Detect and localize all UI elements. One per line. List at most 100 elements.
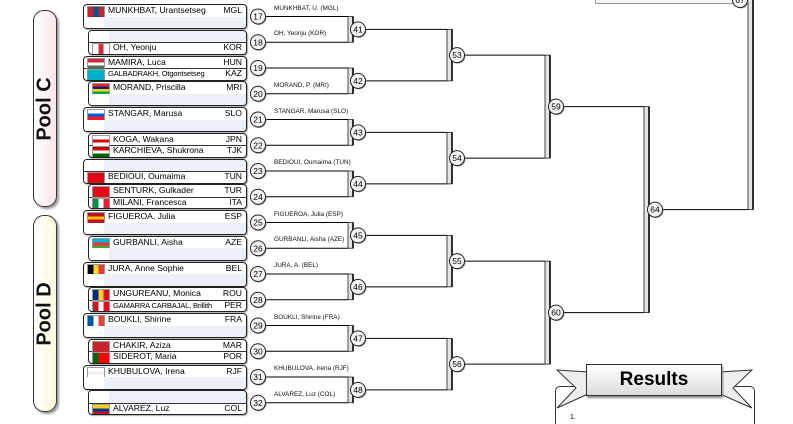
match-box-18[interactable]: OH, Yeonju KOR (88, 29, 247, 55)
match-circle-48-number: 48 (353, 385, 363, 395)
empty-slot[interactable] (89, 30, 246, 44)
match-circle-47-number: 47 (353, 333, 363, 343)
match-circle-32-number: 32 (253, 398, 263, 408)
country-code: POR (223, 351, 242, 362)
match-box-29[interactable]: BOUKLI, Shirine FRA (83, 313, 247, 338)
match-circle-44 (350, 175, 366, 192)
empty-slot[interactable] (89, 248, 246, 260)
match-box-23[interactable]: BEDIOUI, Oumaima TUN (83, 158, 247, 184)
flag-tun-icon (87, 172, 105, 183)
match-circle-41 (350, 21, 366, 38)
match-circle-24-number: 24 (253, 192, 263, 202)
country-code: KOR (223, 42, 242, 53)
match-circle-28-number: 28 (253, 295, 263, 305)
competitor-row[interactable]: KARCHIEVA, Shukrona TJK (89, 145, 246, 157)
winner-label: MUNKHBAT, U. (MGL) (274, 4, 339, 12)
match-circle-42 (350, 72, 366, 89)
country-code: TUN (224, 171, 242, 181)
match-circle-54-number: 54 (452, 153, 462, 163)
match-circle-54 (449, 150, 465, 167)
match-circle-26-number: 26 (253, 243, 263, 253)
match-box-32[interactable]: ALVAREZ, Luz COL (88, 390, 247, 416)
winner-label: FIGUEROA, Julia (ESP) (274, 210, 343, 218)
empty-slot[interactable] (84, 16, 246, 28)
competitor-name: GURBANLI, Aisha (113, 236, 183, 247)
competitor-name: GALBADRAKH, Otgontsetseg (108, 69, 205, 78)
flag-kaz-icon (87, 69, 105, 80)
country-code: TUR (224, 185, 242, 196)
match-circle-27 (250, 266, 266, 282)
match-circle-22 (250, 137, 266, 154)
match-circle-41-number: 41 (353, 24, 363, 34)
match-circle-64 (647, 201, 663, 218)
competitor-name: MUNKHBAT, Urantsetseg (108, 5, 206, 15)
match-circle-18-number: 18 (253, 37, 263, 47)
competitor-row[interactable]: SIDEROT, Maria POR (89, 351, 246, 363)
empty-slot[interactable] (84, 274, 246, 286)
country-code: AZE (225, 236, 242, 247)
competitor-row[interactable]: OH, Yeonju KOR (89, 42, 246, 54)
country-code: COL (224, 402, 242, 413)
competitor-row[interactable]: BEDIOUI, Oumaima TUN (84, 171, 246, 183)
match-circle-60-number: 60 (551, 308, 561, 318)
match-circle-46 (350, 278, 366, 295)
country-code: ESP (224, 211, 242, 221)
empty-slot[interactable] (84, 119, 246, 131)
match-box-26[interactable]: GURBANLI, Aisha AZE (88, 235, 247, 261)
result-first-place: 1. (570, 414, 576, 421)
match-circle-43-number: 43 (353, 127, 363, 137)
empty-slot[interactable] (84, 377, 246, 389)
match-circle-56-number: 56 (452, 359, 462, 369)
match-circle-23 (250, 163, 266, 179)
match-circle-56 (449, 356, 465, 373)
empty-slot[interactable] (89, 391, 246, 404)
empty-slot[interactable] (84, 325, 246, 337)
empty-slot[interactable] (89, 93, 246, 106)
country-code: BEL (225, 262, 242, 273)
match-circle-19-number: 19 (253, 63, 263, 73)
winner-label: GURBANLI, Aisha (AZE) (274, 236, 345, 244)
competitor-name: OH, Yeonju (113, 42, 157, 53)
competitor-name: MILANI, Francesca (113, 196, 187, 207)
match-circle-59 (548, 98, 564, 115)
winner-label: ALVAREZ, Luz (COL) (274, 390, 336, 398)
match-circle-48 (350, 381, 366, 398)
match-circle-20 (250, 85, 266, 102)
flag-per-icon (92, 300, 110, 312)
country-code: TJK (226, 145, 242, 156)
country-code: FRA (224, 314, 242, 324)
match-circle-20-number: 20 (253, 89, 263, 99)
pool-d-label: Pool D (33, 215, 57, 412)
results-title: Results (586, 364, 722, 396)
empty-slot[interactable] (84, 159, 246, 172)
competitor-row[interactable]: ALVAREZ, Luz COL (89, 403, 246, 415)
competitor-name: KARCHIEVA, Shukrona (113, 145, 204, 156)
competitor-name: ALVAREZ, Luz (113, 402, 170, 413)
match-circle-29-number: 29 (253, 321, 263, 331)
competitor-name: SIDEROT, Maria (113, 351, 177, 362)
winner-label: JURA, A. (BEL) (274, 262, 319, 269)
competitor-name: BOUKLI, Shirine (108, 314, 172, 324)
match-circle-29 (250, 317, 266, 334)
country-code: MRI (226, 82, 242, 93)
match-circle-18 (250, 34, 266, 51)
empty-slot[interactable] (84, 222, 246, 234)
country-code: JPN (225, 133, 242, 144)
match-circle-55 (449, 253, 465, 270)
competitor-name: BEDIOUI, Oumaima (108, 171, 186, 181)
